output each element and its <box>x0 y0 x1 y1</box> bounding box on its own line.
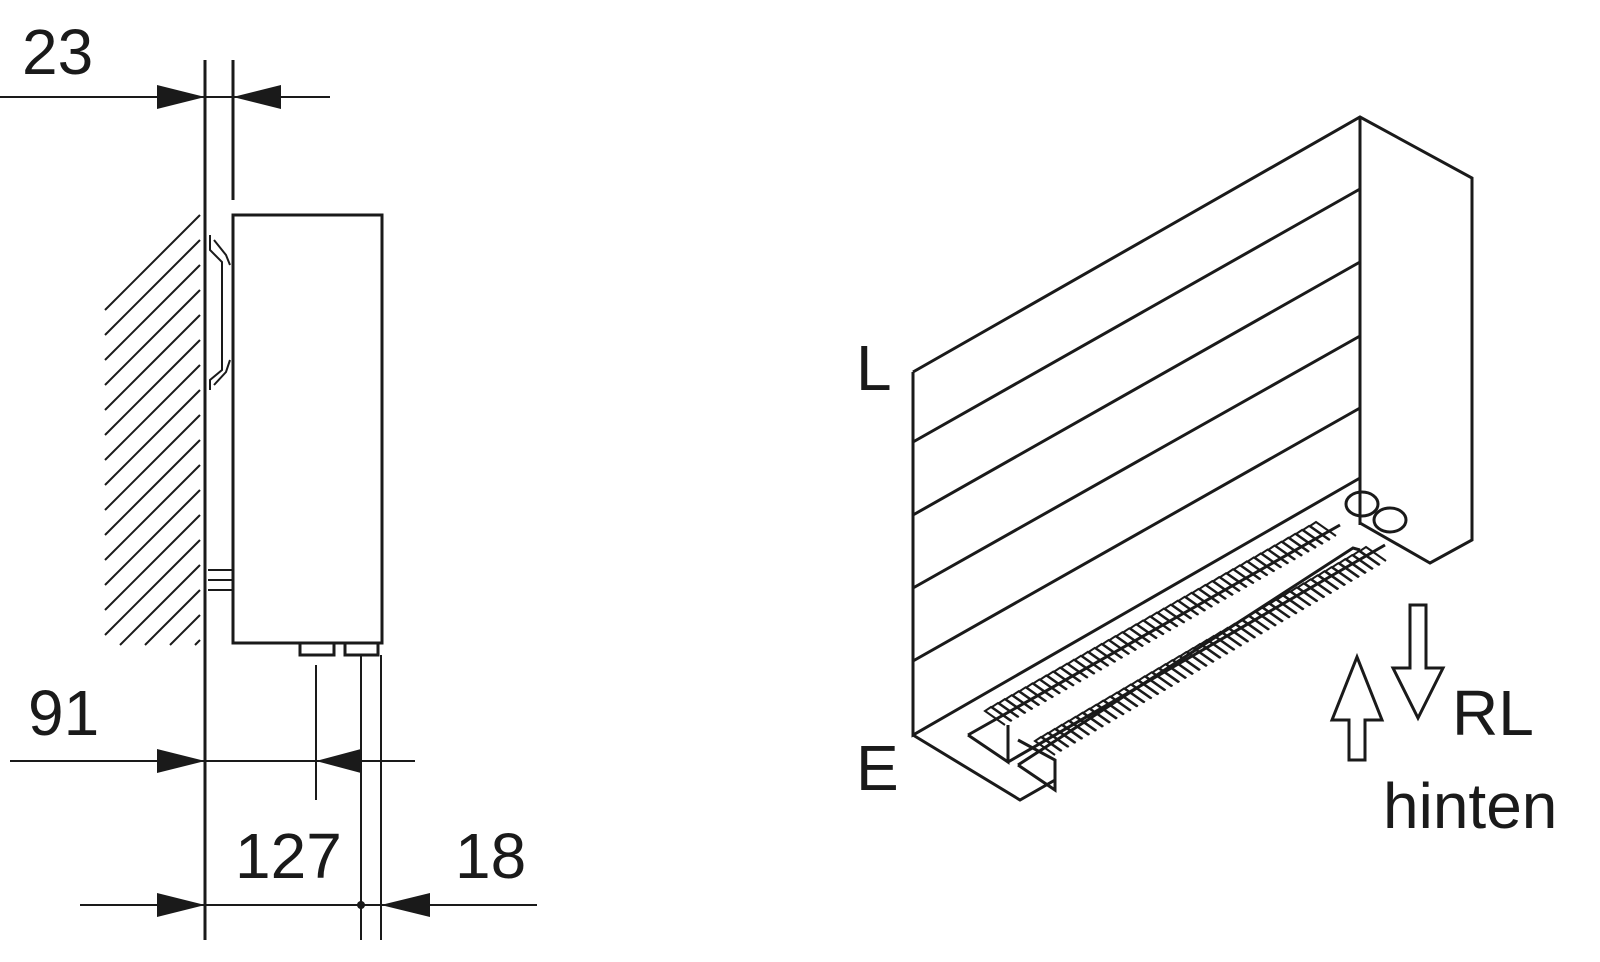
pipe-connection <box>1344 490 1380 518</box>
hatch-line <box>104 514 201 611</box>
radiator-outline <box>912 115 1474 565</box>
hatch-line <box>104 414 201 511</box>
hatch-line <box>119 564 201 646</box>
fin <box>1308 520 1337 541</box>
label-l: L <box>856 332 892 404</box>
hatch-line <box>104 439 201 536</box>
fin-row-frame <box>1007 543 1386 764</box>
hatch-line <box>104 389 201 486</box>
slat-line <box>912 406 1361 663</box>
hatch-line <box>104 539 201 636</box>
bottom-bracket <box>208 569 233 591</box>
dimension-18: 18 <box>455 820 526 892</box>
hatch-line <box>104 314 201 411</box>
label-hinten: hinten <box>1383 770 1557 842</box>
pipe-connection <box>343 641 380 657</box>
fin-rows <box>983 520 1387 756</box>
hatch-line <box>144 589 201 646</box>
wall-hatch <box>104 214 201 646</box>
fin-row-frame <box>1017 546 1361 793</box>
dimension-dot <box>357 901 365 909</box>
hatch-line <box>104 339 201 436</box>
iso-view: L E RL hinten <box>856 115 1557 842</box>
hatch-line <box>104 489 201 586</box>
hatch-line <box>104 264 201 361</box>
hatch-line <box>104 464 201 561</box>
arrow-icon <box>233 85 281 109</box>
arrow-icon <box>381 893 430 917</box>
arrow-down-icon <box>1390 603 1446 722</box>
pipe-connection <box>298 641 336 657</box>
dimension-127: 127 <box>235 820 342 892</box>
arrow-icon <box>157 893 205 917</box>
pipe-connection <box>1372 506 1408 534</box>
side-view: 23 91 127 18 <box>0 16 537 940</box>
hatch-line <box>169 614 201 646</box>
arrow-up-icon <box>1329 652 1385 762</box>
hatch-line <box>104 289 201 386</box>
wall-bracket <box>209 235 231 390</box>
hatch-line <box>194 639 201 646</box>
fin <box>1358 545 1387 566</box>
arrow-icon <box>316 749 361 773</box>
slat-line <box>912 260 1361 517</box>
arrow-icon <box>157 85 205 109</box>
label-e: E <box>856 732 899 804</box>
label-rl: RL <box>1452 677 1534 749</box>
hatch-line <box>104 214 201 311</box>
dimension-91: 91 <box>28 677 99 749</box>
slat-line <box>912 334 1361 590</box>
radiator-body <box>231 213 384 645</box>
arrow-icon <box>157 749 205 773</box>
slat-line <box>912 187 1361 444</box>
hatch-line <box>104 239 201 336</box>
dimension-23: 23 <box>22 16 93 88</box>
hatch-line <box>104 364 201 461</box>
